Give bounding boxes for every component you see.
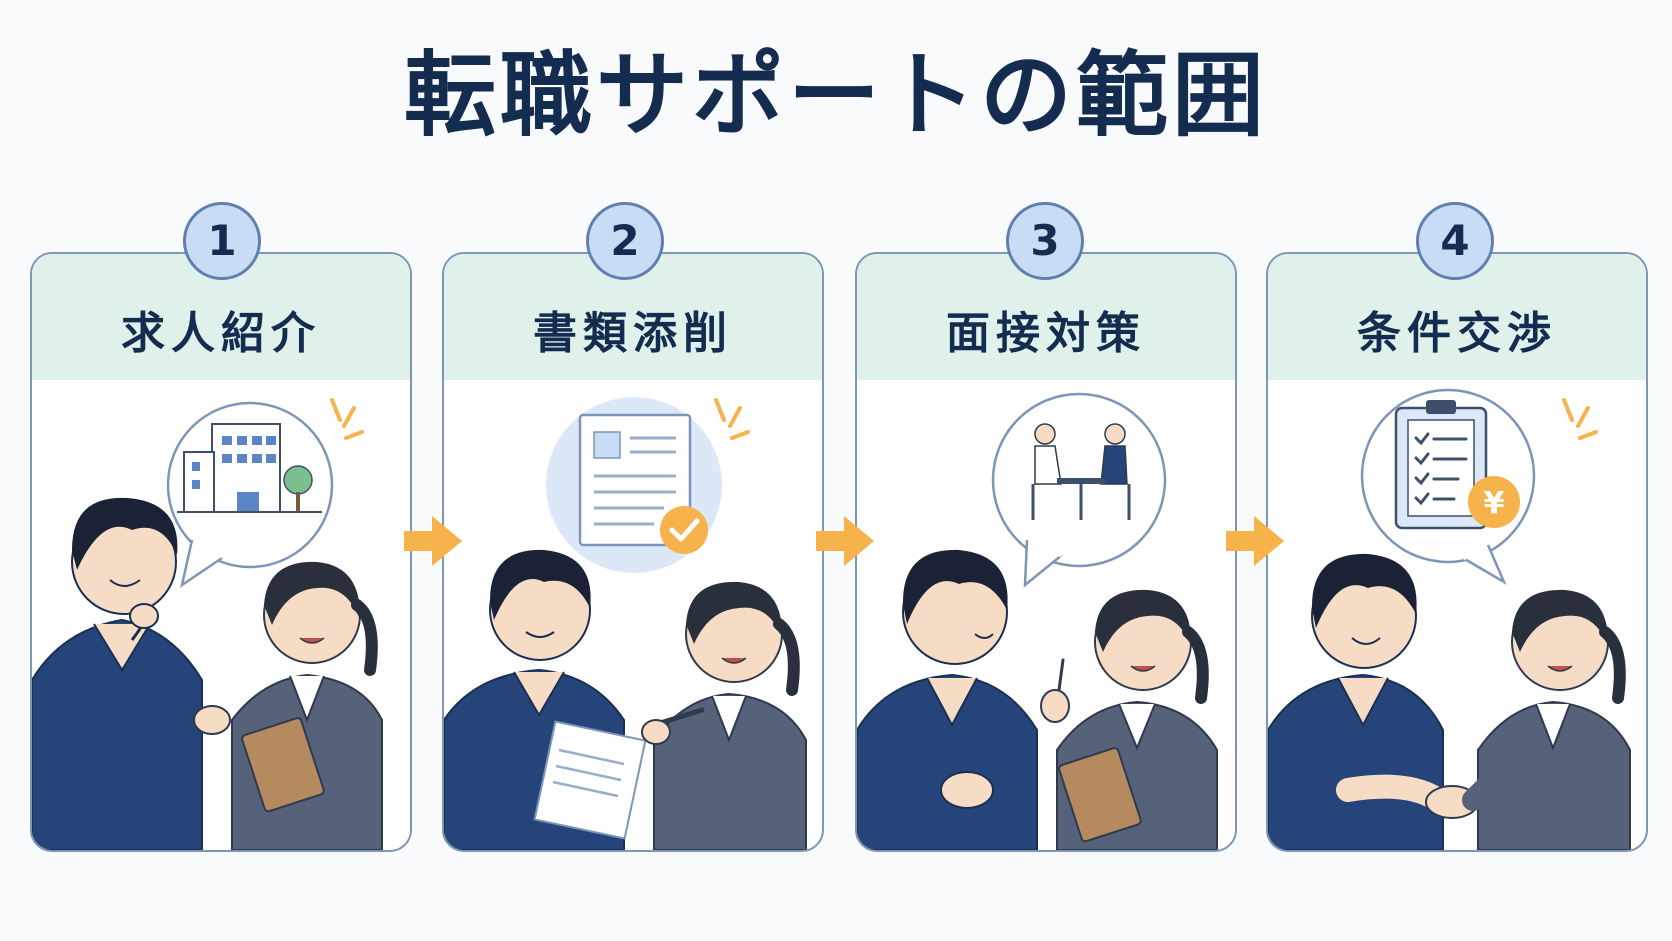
- svg-text:¥: ¥: [1484, 486, 1505, 521]
- step-4-card: 条件交渉 ¥: [1266, 252, 1648, 852]
- step-1-number-badge: 1: [183, 202, 261, 280]
- interview-icon: [1031, 423, 1131, 520]
- step-arrow-3-icon: [1226, 516, 1284, 566]
- step-2-number-badge: 2: [586, 202, 664, 280]
- career-advisor-woman: [1040, 589, 1218, 850]
- advisor-client-man: [857, 549, 1038, 850]
- step-4-illustration: ¥: [1268, 388, 1631, 850]
- page-title: 転職サポートの範囲: [403, 42, 1268, 149]
- speech-bubble-icon: [991, 392, 1167, 588]
- career-advisor-woman: [193, 561, 383, 850]
- step-3-card: 面接対策: [855, 252, 1237, 852]
- building-icon: [177, 423, 322, 513]
- clipboard-yen-icon: ¥: [1394, 400, 1520, 530]
- step-2-label: 書類添削: [533, 308, 733, 359]
- step-3-label: 面接対策: [946, 308, 1146, 359]
- step-1-label: 求人紹介: [121, 308, 321, 359]
- advisor-client-man: [32, 497, 203, 850]
- step-1-card: 求人紹介: [30, 252, 412, 852]
- step-4-number-badge: 4: [1416, 202, 1494, 280]
- step-3-illustration: [857, 392, 1218, 850]
- career-advisor-woman: [1462, 589, 1631, 850]
- career-advisor-woman: [641, 581, 807, 850]
- step-2-card: 書類添削: [442, 252, 824, 852]
- step-arrow-2-icon: [816, 516, 874, 566]
- document-check-icon: [578, 413, 708, 554]
- step-3-number-badge: 3: [1006, 202, 1084, 280]
- step-4-label: 条件交渉: [1357, 308, 1557, 359]
- advisor-client-man: [1268, 553, 1450, 850]
- step-1-illustration: [32, 398, 383, 850]
- step-2-illustration: [444, 397, 807, 850]
- step-arrow-1-icon: [404, 516, 462, 566]
